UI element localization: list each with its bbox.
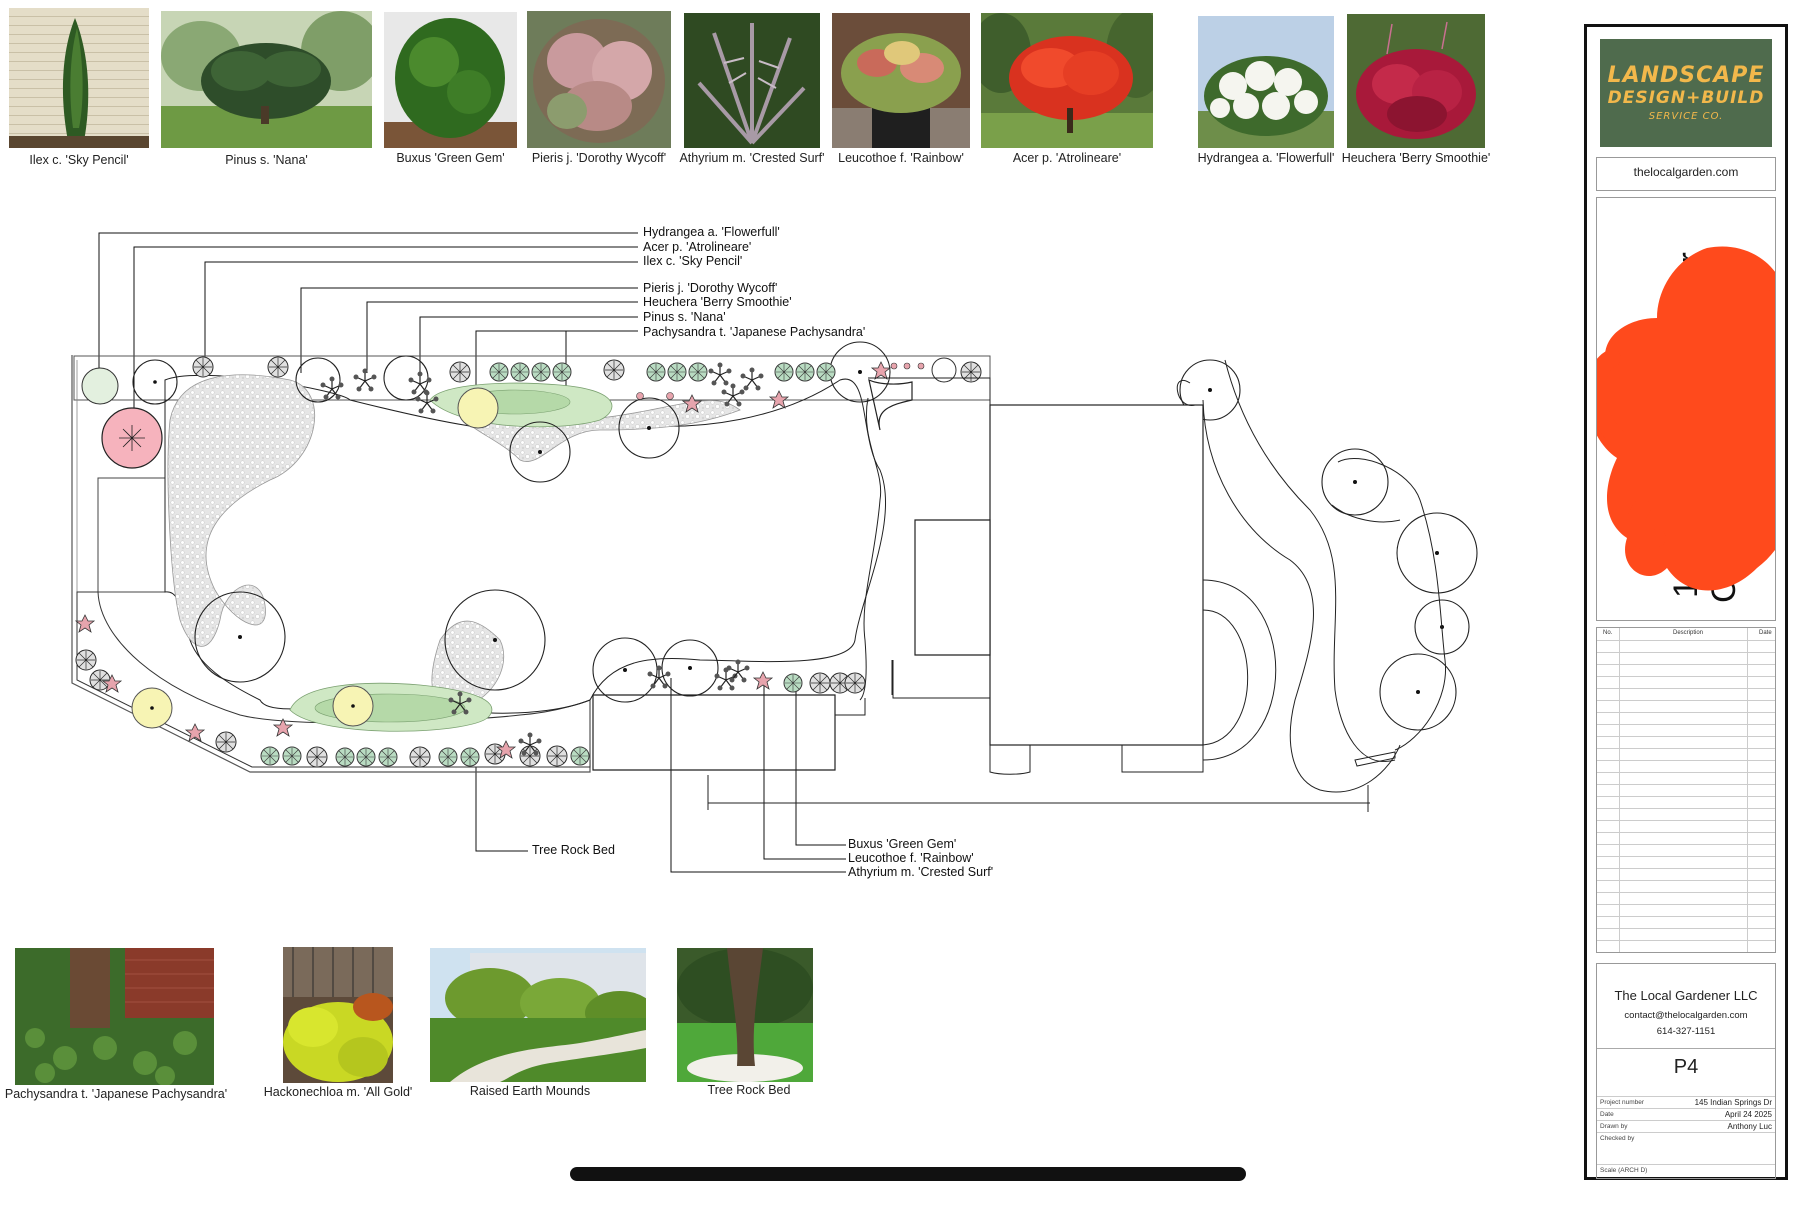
- company-box: The Local Gardener LLC contact@thelocalg…: [1596, 963, 1776, 1179]
- photo-caption: Heuchera 'Berry Smoothie': [1341, 151, 1491, 165]
- photo-caption: Ilex c. 'Sky Pencil': [29, 153, 129, 167]
- photo-acer-atrolineare: [981, 13, 1153, 148]
- photo-buxus-green-gem: [384, 12, 517, 148]
- callout-athyrium: Athyrium m. 'Crested Surf': [848, 865, 994, 879]
- photo-caption: Hydrangea a. 'Flowerfull': [1197, 151, 1335, 165]
- revision-row-line: [1597, 652, 1775, 653]
- photo-caption: Athyrium m. 'Crested Surf': [679, 151, 825, 165]
- revision-row-line: [1597, 712, 1775, 713]
- photo-hydrangea-flowerfull: [1198, 16, 1334, 148]
- revision-row-line: [1597, 928, 1775, 929]
- title-block: LANDSCAPE DESIGN+BUILD SERVICE CO. thelo…: [1584, 24, 1788, 1180]
- revision-row-line: [1597, 916, 1775, 917]
- home-indicator[interactable]: [570, 1167, 1246, 1181]
- callout-hydrangea: Hydrangea a. 'Flowerfull': [643, 225, 780, 239]
- sheet-number: P4: [1673, 1056, 1699, 1078]
- company-email: contact@thelocalgarden.com: [1624, 1010, 1748, 1021]
- revision-row-line: [1597, 760, 1775, 761]
- photo-caption: Pinus s. 'Nana': [225, 153, 308, 167]
- photo-caption: Pachysandra t. 'Japanese Pachysandra': [4, 1087, 228, 1101]
- callout-acer: Acer p. 'Atrolineare': [643, 240, 752, 254]
- revision-row-line: [1597, 676, 1775, 677]
- photo-caption: Hackonechloa m. 'All Gold': [263, 1085, 413, 1099]
- photo-heuchera-berry-smoothie: [1347, 14, 1485, 148]
- revision-row-line: [1597, 772, 1775, 773]
- photo-pieris-dorothy-wycoff: [527, 11, 671, 148]
- revision-row-line: [1597, 844, 1775, 845]
- company-logo: LANDSCAPE DESIGN+BUILD SERVICE CO.: [1600, 39, 1772, 147]
- revision-row-line: [1597, 748, 1775, 749]
- rev-header-no: No.: [1603, 630, 1613, 636]
- photo-caption: Acer p. 'Atrolineare': [1012, 151, 1122, 165]
- revision-row-line: [1597, 820, 1775, 821]
- callout-pieris: Pieris j. 'Dorothy Wycoff': [643, 281, 778, 295]
- revision-row-line: [1597, 664, 1775, 665]
- rev-header-description: Description: [1673, 630, 1704, 636]
- info-row-checked-by: Checked by: [1597, 1132, 1775, 1145]
- project-address-box: Dr 1 14 Co: [1596, 197, 1776, 621]
- info-row-scale: Scale (ARCH D): [1597, 1164, 1775, 1175]
- callout-pachysandra: Pachysandra t. 'Japanese Pachysandra': [643, 325, 866, 339]
- company-name: The Local Gardener LLC: [1614, 988, 1758, 1003]
- revision-row-line: [1597, 832, 1775, 833]
- photo-hakonechloa: [283, 947, 393, 1083]
- revision-row-line: [1597, 856, 1775, 857]
- website-box: [1596, 157, 1776, 191]
- callout-tree-rock-bed: Tree Rock Bed: [532, 843, 615, 857]
- company-phone: 614-327-1151: [1656, 1026, 1716, 1037]
- photo-caption: Raised Earth Mounds: [469, 1084, 591, 1098]
- revision-row-line: [1597, 808, 1775, 809]
- revision-row-line: [1597, 688, 1775, 689]
- photo-ilex-sky-pencil: [9, 8, 149, 148]
- revision-row-line: [1597, 796, 1775, 797]
- photo-tree-rock-bed: [677, 948, 813, 1082]
- revision-row-line: [1597, 892, 1775, 893]
- rev-header-date: Date: [1759, 630, 1772, 636]
- revision-row-line: [1597, 868, 1775, 869]
- photo-leucothoe-rainbow: [832, 13, 970, 148]
- photo-athyrium-crested-surf: [684, 13, 820, 148]
- revision-row-line: [1597, 700, 1775, 701]
- photo-caption: Tree Rock Bed: [707, 1083, 791, 1097]
- photo-pinus-nana: [161, 11, 372, 148]
- revision-row-line: [1597, 640, 1775, 641]
- callout-pinus: Pinus s. 'Nana': [643, 310, 726, 324]
- callout-buxus: Buxus 'Green Gem': [848, 837, 957, 851]
- revision-row-line: [1597, 940, 1775, 941]
- photo-caption: Leucothoe f. 'Rainbow': [838, 151, 964, 165]
- redaction-scribble: [1597, 246, 1775, 591]
- revision-row-line: [1597, 904, 1775, 905]
- callout-leucothoe: Leucothoe f. 'Rainbow': [848, 851, 974, 865]
- website-text: thelocalgarden.com: [1633, 165, 1739, 179]
- landscape-plan: [71, 232, 1478, 873]
- revision-row-line: [1597, 880, 1775, 881]
- revision-row-line: [1597, 736, 1775, 737]
- callout-heuchera: Heuchera 'Berry Smoothie': [643, 295, 792, 309]
- photo-pachysandra: [15, 948, 214, 1085]
- revision-row-line: [1597, 784, 1775, 785]
- photo-caption: Buxus 'Green Gem': [396, 151, 505, 165]
- revision-table: No. Description Date: [1596, 627, 1776, 953]
- photo-raised-earth-mounds: [430, 948, 646, 1082]
- callout-ilex: Ilex c. 'Sky Pencil': [643, 254, 743, 268]
- photo-caption: Pieris j. 'Dorothy Wycoff': [531, 151, 667, 165]
- revision-row-line: [1597, 724, 1775, 725]
